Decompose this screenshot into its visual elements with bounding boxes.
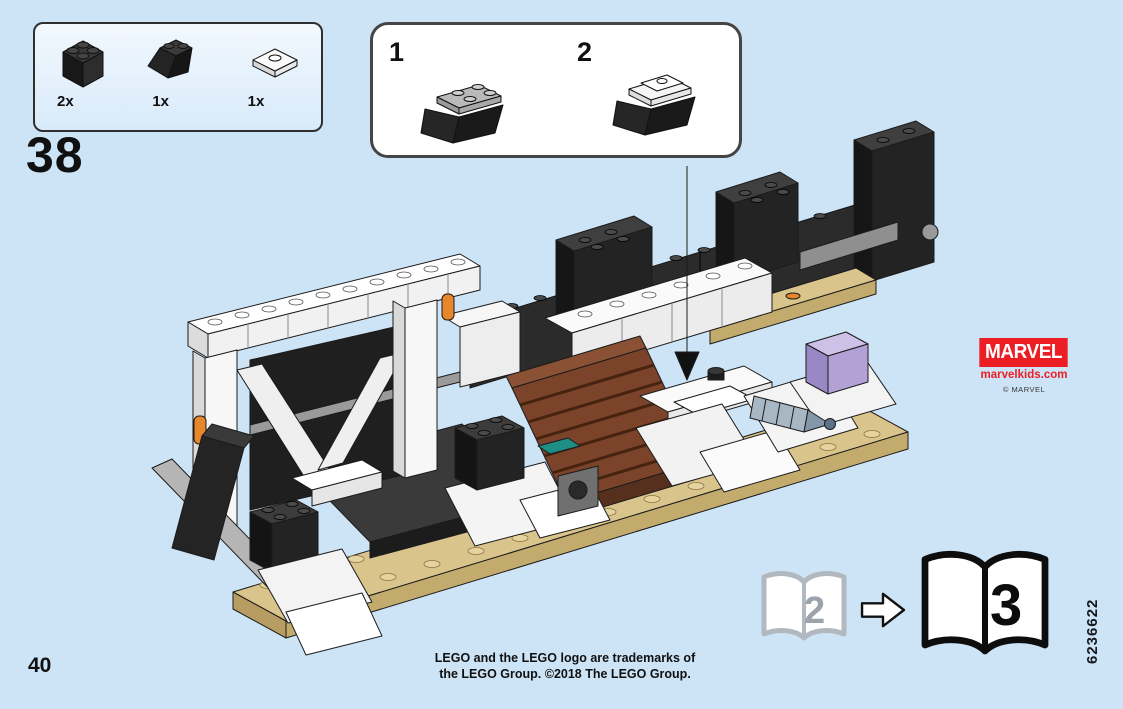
part-count: 1x bbox=[247, 93, 265, 110]
teal-tile bbox=[537, 437, 581, 455]
slope-2x2-black-icon bbox=[147, 39, 193, 79]
marvel-copyright: © MARVEL bbox=[1002, 385, 1046, 394]
grey-barrel bbox=[749, 395, 836, 433]
book-3-number: 3 bbox=[990, 573, 1023, 638]
legal-text: LEGO and the LEGO logo are trademarks of… bbox=[330, 650, 800, 683]
substep-callout: 1 2 bbox=[370, 22, 742, 158]
book-2-icon bbox=[761, 571, 847, 641]
legal-line-2: the LEGO Group. ©2018 The LEGO Group. bbox=[439, 667, 691, 682]
marvel-website: marvelkids.com bbox=[980, 369, 1068, 381]
step-number: 38 bbox=[26, 127, 84, 183]
next-arrow-icon bbox=[860, 592, 906, 628]
set-code: 6236622 bbox=[1084, 598, 1101, 664]
tile-2x2-white-icon bbox=[252, 48, 298, 78]
part-count: 1x bbox=[152, 93, 170, 110]
legal-line-1: LEGO and the LEGO logo are trademarks of bbox=[434, 651, 696, 665]
page-number: 40 bbox=[28, 654, 52, 677]
substep-2-image bbox=[612, 74, 696, 136]
center-right-assembly bbox=[635, 331, 897, 493]
substep-number-2: 2 bbox=[577, 37, 593, 67]
brand-block: MARVEL marvelkids.com © MARVEL bbox=[972, 338, 1076, 394]
white-column bbox=[441, 300, 521, 388]
book-2-number: 2 bbox=[804, 590, 826, 632]
parts-list-item: 1x bbox=[130, 24, 225, 130]
brick-2x2-black-icon bbox=[62, 40, 104, 88]
placement-arrow bbox=[674, 166, 700, 381]
purple-trans-brick bbox=[805, 331, 869, 395]
center-stack bbox=[444, 415, 611, 547]
parts-list-box: 2x 1x 1x bbox=[33, 22, 323, 132]
orange-pin bbox=[441, 293, 455, 321]
part-count: 2x bbox=[57, 93, 74, 110]
book-3-icon bbox=[921, 551, 1049, 655]
parts-list-item: 2x bbox=[35, 24, 130, 130]
left-supports bbox=[151, 423, 383, 656]
substep-number-1: 1 bbox=[389, 37, 405, 67]
marvel-logo: MARVEL bbox=[979, 338, 1069, 367]
substep-1-image bbox=[420, 84, 504, 144]
parts-list-item: 1x bbox=[226, 24, 321, 130]
